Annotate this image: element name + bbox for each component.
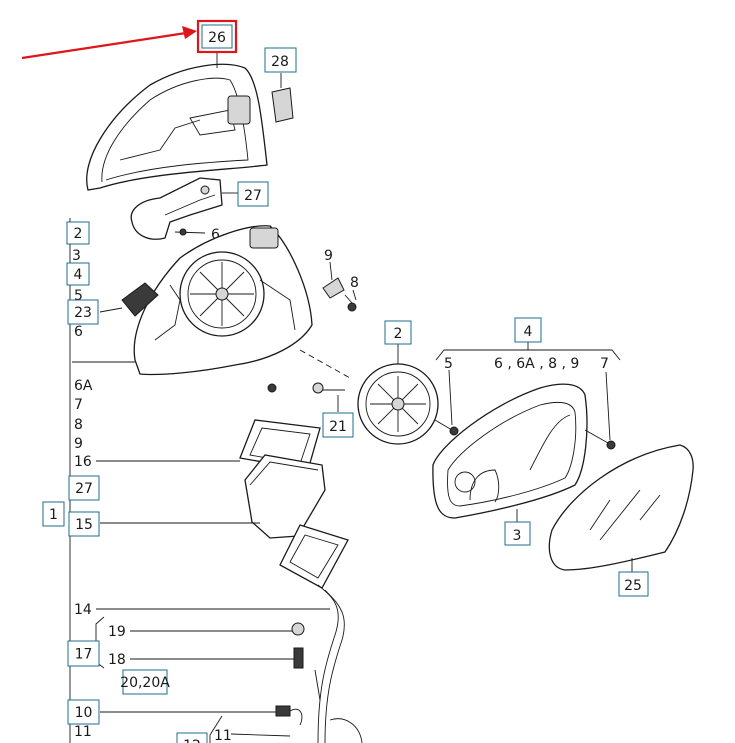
callout-21-label: 21: [329, 419, 347, 435]
screw-7-part: [584, 371, 616, 450]
callout-label-l4: 4: [74, 267, 83, 283]
clip-part: [271, 73, 294, 123]
callout-label-l5: 5: [74, 288, 83, 304]
callout-3-right-label: 3: [513, 528, 522, 544]
mirror-housing-part: [72, 225, 313, 376]
bracket-part: [130, 177, 238, 240]
callout-4-right-label: 4: [524, 324, 533, 340]
mirror-backing-plate-part: [432, 383, 588, 522]
callout-label-l12: 12: [183, 738, 201, 743]
callout-27-top-label: 27: [244, 188, 262, 204]
callout-label-l6: 6: [74, 324, 83, 340]
callout-label-l16: 16: [74, 454, 92, 470]
callout-label-l23: 23: [74, 305, 92, 321]
callout-2-right-label: 2: [394, 326, 403, 342]
adjuster-disc-part: [357, 344, 439, 445]
callout-box-l12: [176, 732, 208, 743]
callout-27-top: 27: [237, 181, 269, 207]
callout-box-l27: [68, 475, 100, 501]
mirror-cap-part: [86, 52, 268, 191]
callout-label-l11b: 11: [214, 728, 232, 743]
callout-5-label: 5: [444, 356, 453, 372]
callout-2-right: 2: [384, 320, 412, 345]
callout-label-l18: 18: [108, 652, 126, 668]
mirror-glass-part: [548, 444, 694, 572]
callout-28-label: 28: [271, 54, 289, 70]
callout-label-l8: 8: [74, 417, 83, 433]
callout-6-bracket: 6: [211, 227, 220, 243]
left-parts-list: 23452366A78916271151417191820,20A1011121…: [42, 218, 232, 743]
screw-21-part: [267, 382, 345, 412]
callout-label-l19: 19: [108, 624, 126, 640]
callout-box-l23: [67, 299, 99, 325]
callout-3-right: 3: [504, 521, 531, 546]
frame-part: [279, 524, 349, 589]
callout-8-label: 8: [350, 275, 359, 291]
callout-7-label: 7: [600, 356, 609, 372]
callout-label-l7: 7: [74, 397, 83, 413]
switch-part: [99, 282, 159, 317]
callout-26: 26: [196, 19, 238, 54]
callout-9-label: 9: [324, 248, 333, 264]
screw-5-part: [434, 369, 459, 436]
callout-label-l17: 17: [75, 647, 93, 663]
highlight-arrow: [21, 26, 197, 60]
callout-box-l15: [68, 511, 100, 537]
callout-21: 21: [322, 412, 354, 438]
callout-label-l3: 3: [72, 248, 81, 264]
callout-box-l17: [67, 640, 100, 667]
callout-label-l20: 20,20A: [120, 675, 170, 691]
callout-26-label: 26: [208, 30, 226, 46]
callout-label-l15: 15: [75, 517, 93, 533]
small-clip-part: [322, 261, 357, 312]
callout-box-l4: [66, 262, 90, 286]
callout-25: 25: [618, 571, 649, 597]
callout-label-l11a: 11: [74, 724, 92, 740]
callout-box-l20: [122, 669, 168, 695]
callout-25-label: 25: [624, 578, 642, 594]
base-part: [100, 454, 326, 539]
callout-label-l6A: 6A: [74, 378, 93, 394]
callout-label-l10: 10: [75, 705, 93, 721]
callout-4-right: 4: [514, 317, 542, 343]
gasket-part: [96, 419, 321, 471]
callout-label-l14: 14: [74, 602, 92, 618]
callout-label-l1: 1: [49, 507, 58, 523]
callout-28: 28: [264, 47, 297, 73]
callout-label-l2: 2: [74, 226, 83, 242]
callout-box-l10: [67, 699, 100, 725]
callout-box-l1: [42, 501, 65, 527]
callout-label-l9: 9: [74, 436, 83, 452]
callout-label-l27: 27: [75, 481, 93, 497]
callout-box-l2: [66, 221, 90, 245]
callout-6-group-label: 6 , 6A , 8 , 9: [494, 356, 579, 372]
